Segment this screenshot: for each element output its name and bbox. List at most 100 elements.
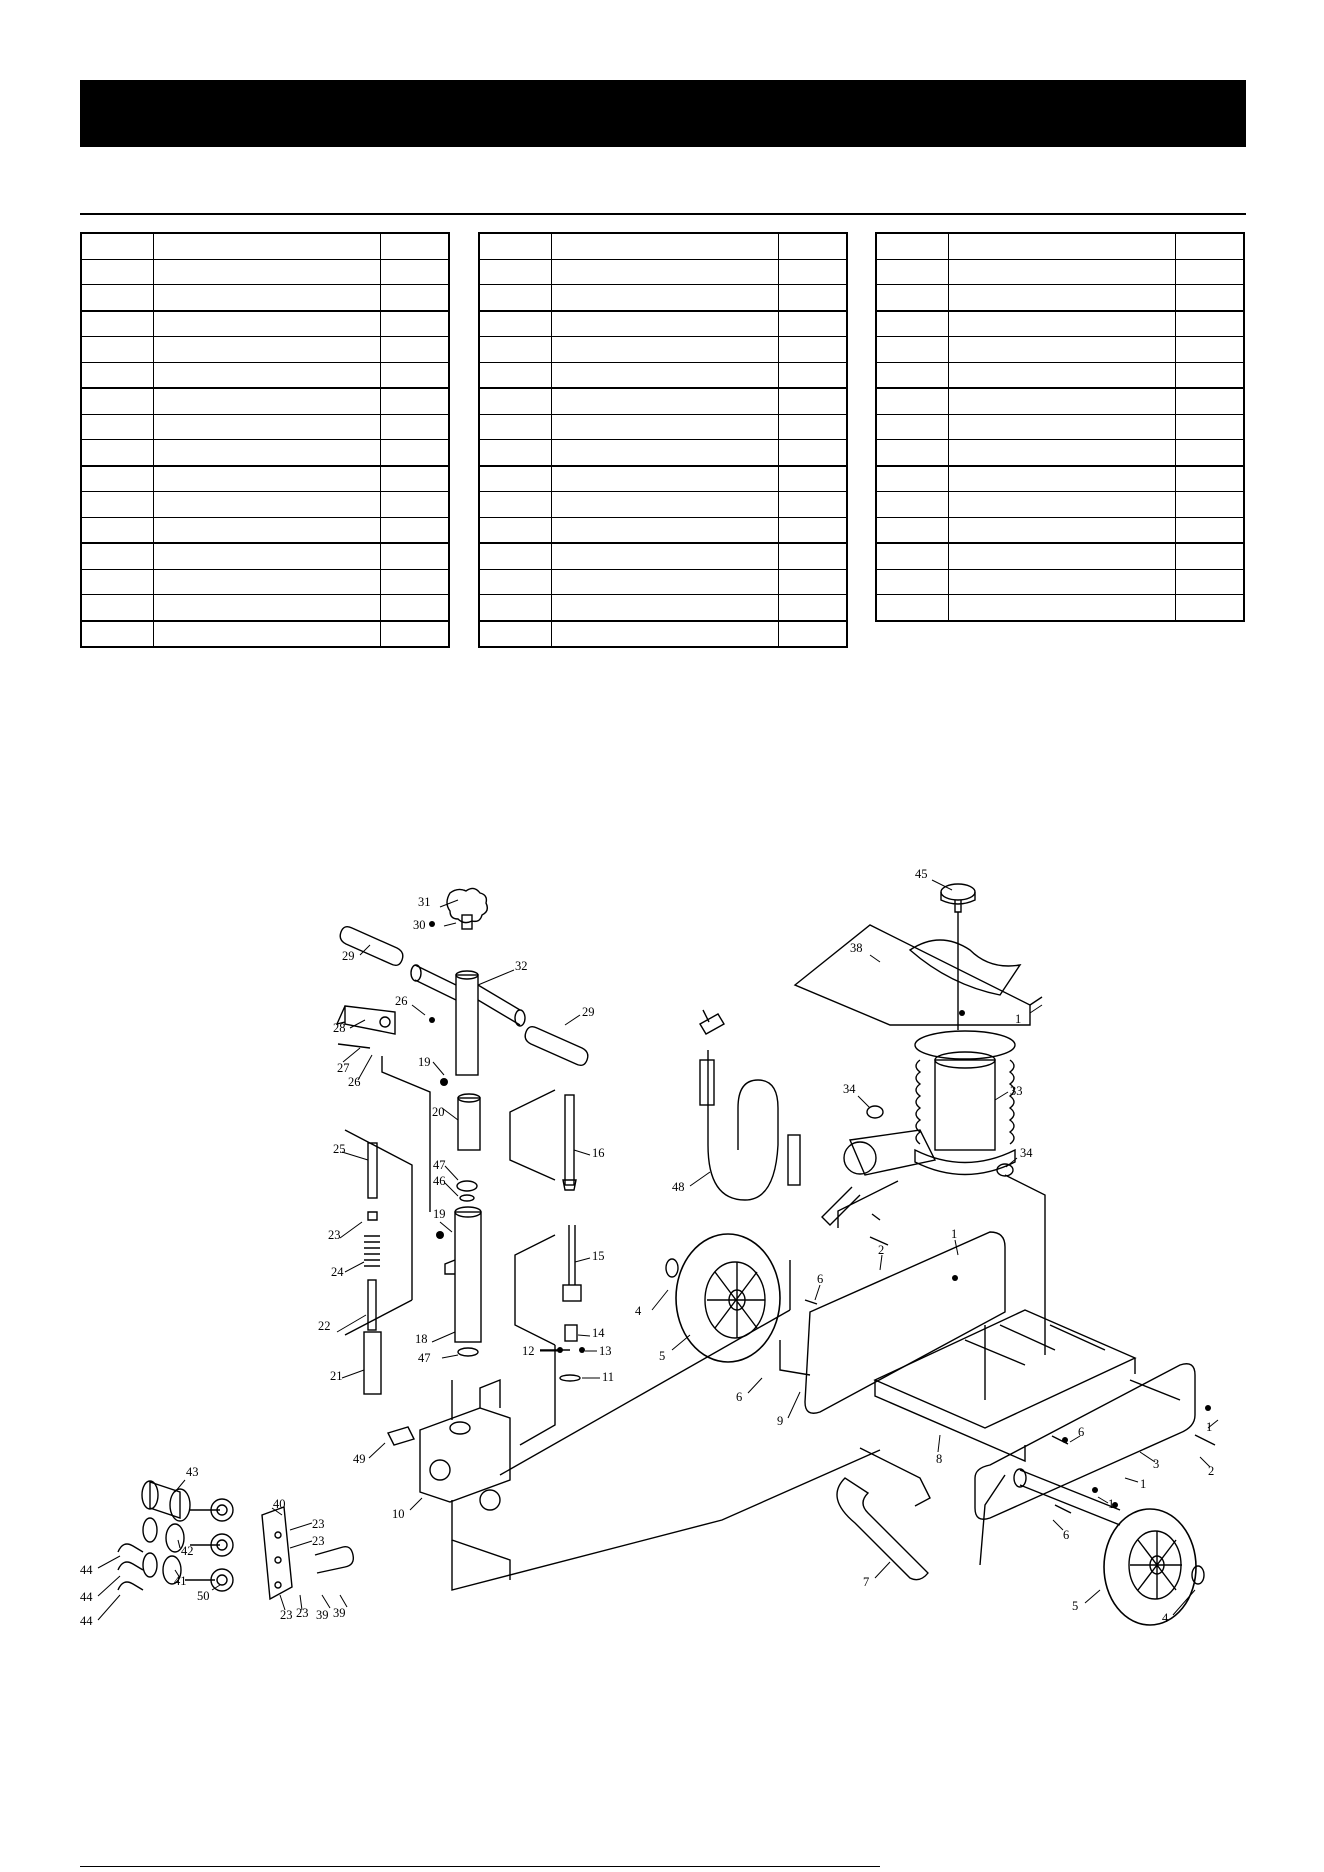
table-row (80, 620, 450, 648)
callout-32: 32 (515, 959, 528, 973)
header-bar (80, 80, 1246, 147)
table-cell (551, 620, 779, 648)
table-cell (380, 258, 450, 285)
table-cell (153, 516, 381, 544)
table-row (478, 413, 848, 440)
table-cell (380, 310, 450, 337)
table-row (80, 568, 450, 595)
table-cell (948, 516, 1176, 544)
table-row (80, 465, 450, 492)
table-cell (1175, 568, 1245, 595)
callout-27: 27 (337, 1061, 350, 1075)
grip-left (339, 925, 404, 967)
table-cell (1175, 465, 1245, 492)
table-cell (380, 491, 450, 518)
table-cell (778, 439, 848, 467)
table-cell (478, 594, 552, 622)
table-row (80, 413, 450, 440)
callout-5: 5 (659, 1349, 665, 1363)
table-row (875, 361, 1245, 389)
table-cell (1175, 387, 1245, 415)
spring-right (1008, 1059, 1015, 1145)
callout-41: 41 (174, 1574, 187, 1588)
table-cell (478, 516, 552, 544)
table-cell (1175, 516, 1245, 544)
table-row (478, 387, 848, 415)
callout-49: 49 (353, 1452, 366, 1466)
callout-1: 1 (1108, 1497, 1114, 1511)
callout-38: 38 (850, 941, 863, 955)
grip-right (524, 1025, 589, 1067)
callout-39: 39 (316, 1608, 329, 1622)
table-row (875, 465, 1245, 492)
callout-12: 12 (522, 1344, 535, 1358)
table-cell (1175, 232, 1245, 260)
table-cell (153, 465, 381, 492)
table-cell (948, 542, 1176, 570)
callout-44: 44 (80, 1614, 93, 1628)
table-cell (380, 620, 450, 648)
table-cell (778, 413, 848, 440)
callout-33: 33 (1010, 1084, 1023, 1098)
callout-6: 6 (736, 1390, 742, 1404)
table-cell (380, 361, 450, 389)
callout-29: 29 (342, 949, 355, 963)
table-cell (551, 310, 779, 337)
table-row (80, 336, 450, 363)
strap-7 (836, 1477, 929, 1581)
callout-19: 19 (433, 1207, 446, 1221)
callout-4: 4 (635, 1304, 642, 1318)
table-row (875, 310, 1245, 337)
table-cell (778, 620, 848, 648)
table-cell (551, 232, 779, 260)
callout-23: 23 (328, 1228, 341, 1242)
table-cell (778, 310, 848, 337)
parts-table-3 (875, 232, 1245, 622)
callout-6: 6 (817, 1272, 823, 1286)
table-cell (478, 232, 552, 260)
spring-24 (364, 1235, 380, 1267)
table-cell (153, 361, 381, 389)
knob-stem (461, 914, 473, 930)
table-cell (551, 439, 779, 467)
table-cell (80, 284, 154, 312)
table-cell (153, 413, 381, 440)
table-cell (551, 387, 779, 415)
table-cell (948, 568, 1176, 595)
table-cell (948, 232, 1176, 260)
knob-part (446, 887, 489, 924)
table-cell (80, 620, 154, 648)
table-row (478, 491, 848, 518)
side-plate-inner (804, 1231, 1006, 1414)
table-row (478, 542, 848, 570)
lower-tube (454, 1211, 482, 1343)
table-cell (153, 439, 381, 467)
table-row (80, 310, 450, 337)
table-cell (153, 594, 381, 622)
table-cell (478, 310, 552, 337)
table-row (875, 336, 1245, 363)
rod-16 (564, 1094, 575, 1186)
table-cell (875, 284, 949, 312)
handle-shaft (455, 974, 479, 1076)
callout-26: 26 (395, 994, 408, 1008)
side-plate-outer (974, 1363, 1196, 1520)
table-cell (948, 258, 1176, 285)
table-cell (80, 439, 154, 467)
table-row (875, 232, 1245, 260)
table-row (80, 594, 450, 622)
callout-23: 23 (312, 1534, 325, 1548)
hitch-plate (261, 1506, 293, 1601)
callout-20: 20 (432, 1105, 445, 1119)
table-cell (380, 542, 450, 570)
table-cell (478, 258, 552, 285)
table-row (80, 542, 450, 570)
table-row (478, 258, 848, 285)
table-cell (551, 594, 779, 622)
callout-8: 8 (936, 1452, 942, 1466)
callout-6: 6 (1078, 1425, 1084, 1439)
table-row (478, 568, 848, 595)
table-row (80, 491, 450, 518)
callout-23: 23 (312, 1517, 325, 1531)
